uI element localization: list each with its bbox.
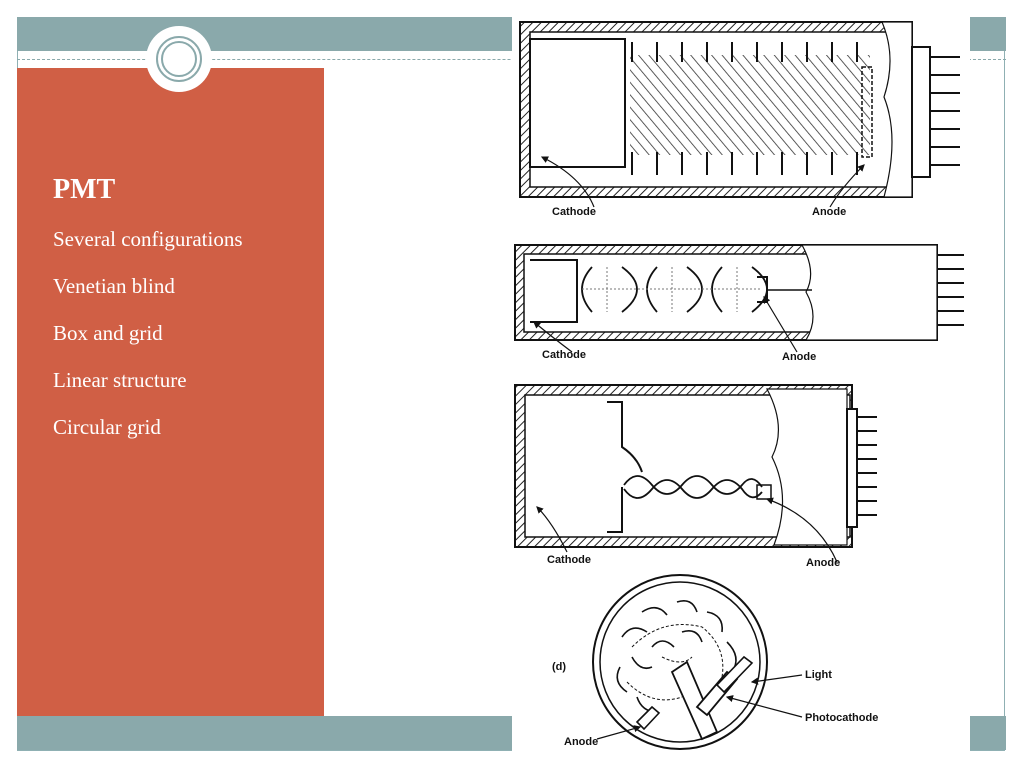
circle-badge-icon bbox=[146, 26, 212, 92]
panel-b-anode-label: Anode bbox=[782, 351, 816, 363]
panel-d-photocathode-label: Photocathode bbox=[805, 712, 878, 724]
bullet-5: Circular grid bbox=[53, 415, 161, 439]
panel-d-tag: (d) bbox=[552, 661, 566, 673]
bullet-4: Linear structure bbox=[53, 368, 187, 392]
panel-a-anode-label: Anode bbox=[812, 206, 846, 218]
panel-a-venetian-blind: Cathode Anode bbox=[519, 21, 960, 218]
panel-c-linear-structure: Cathode Anode bbox=[514, 384, 877, 569]
panel-c-anode-label: Anode bbox=[806, 557, 840, 569]
slide-title: PMT bbox=[53, 174, 116, 205]
slide-text: PMT Several configurations Venetian blin… bbox=[53, 172, 313, 461]
panel-d-anode-label: Anode bbox=[564, 736, 598, 748]
bullet-1: Several configurations bbox=[53, 227, 243, 251]
panel-d-light-label: Light bbox=[805, 669, 832, 681]
title-panel bbox=[17, 68, 324, 716]
panel-d-circular-grid: (d) Light Photocathode Anode bbox=[552, 574, 878, 750]
bullet-3: Box and grid bbox=[53, 321, 163, 345]
bullet-2: Venetian blind bbox=[53, 274, 175, 298]
panel-c-cathode-label: Cathode bbox=[547, 554, 591, 566]
panel-b-box-and-grid: Cathode Anode bbox=[514, 244, 964, 363]
dashed-divider bbox=[17, 59, 1006, 60]
panel-a-cathode-label: Cathode bbox=[552, 206, 596, 218]
panel-b-cathode-label: Cathode bbox=[542, 349, 586, 361]
pmt-diagram-figure: Cathode Anode bbox=[512, 17, 970, 751]
